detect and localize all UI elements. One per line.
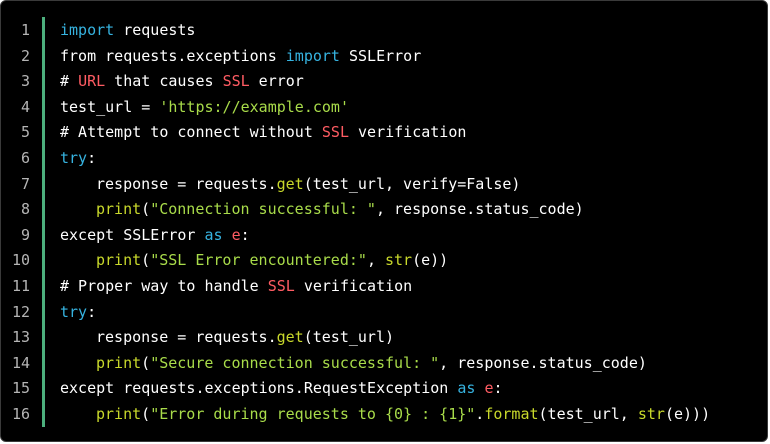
code-token: try <box>60 148 88 167</box>
code-token: e <box>231 225 241 244</box>
code-line: import requests <box>60 18 767 44</box>
code-token: (e))) <box>664 404 711 423</box>
code-line: try: <box>60 146 767 172</box>
line-number: 6 <box>20 148 30 167</box>
code-line: # Attempt to connect without SSL verific… <box>60 120 767 146</box>
line-number: 8 <box>20 200 30 219</box>
line-number: 1 <box>20 21 30 39</box>
code-token: "Connection successful: " <box>150 200 376 219</box>
code-token: "Secure connection successful: " <box>150 353 440 372</box>
line-number: 10 <box>11 251 30 270</box>
line-number: 2 <box>20 46 30 65</box>
line-number: 16 <box>11 404 30 423</box>
code-line: print("Secure connection successful: ", … <box>60 351 767 377</box>
code-line: except SSLError as e: <box>60 223 767 249</box>
code-token: : <box>493 379 503 398</box>
code-line: except requests.exceptions.RequestExcept… <box>60 376 767 402</box>
line-number: 4 <box>20 97 30 116</box>
code-token: : <box>87 302 97 321</box>
code-token: verification <box>294 276 413 295</box>
code-token: , <box>366 251 385 270</box>
code-token: ( <box>141 404 151 423</box>
code-line: print("SSL Error encountered:", str(e)) <box>60 248 767 274</box>
code-token: SSL <box>267 276 295 295</box>
code-token: except SSLError <box>60 225 205 244</box>
code-token: # <box>60 72 79 91</box>
code-token: except requests.exceptions.RequestExcept… <box>60 379 458 398</box>
code-token: requests <box>114 21 196 39</box>
gutter-accent-bar <box>42 17 45 427</box>
line-number: 5 <box>20 123 30 142</box>
code-token: try <box>60 302 88 321</box>
code-token: SSL <box>321 123 349 142</box>
code-token: str <box>637 404 665 423</box>
code-token: SSLError <box>339 46 422 65</box>
code-token: : <box>87 148 97 167</box>
code-token: (test_url) <box>303 328 395 347</box>
code-line: # Proper way to handle SSL verification <box>60 274 767 300</box>
code-token: print <box>96 404 142 423</box>
code-token: that causes <box>105 72 223 91</box>
code-token: : <box>240 225 250 244</box>
code-token: verification <box>349 123 467 142</box>
code-line: from requests.exceptions import SSLError <box>60 44 767 70</box>
code-token: # Attempt to connect without <box>60 123 322 142</box>
code-token: (test_url, verify=False) <box>303 174 521 193</box>
code-token: print <box>96 200 142 219</box>
code-token: print <box>96 251 142 270</box>
code-token: as <box>457 379 476 398</box>
code-token: (test_url, <box>538 404 638 423</box>
code-token: get <box>276 328 304 347</box>
code-token: , response.status_code) <box>439 353 647 372</box>
line-number: 12 <box>11 302 30 321</box>
code-token: "SSL Error encountered:" <box>150 251 367 270</box>
code-token: URL <box>78 72 106 91</box>
code-token: (e)) <box>412 251 449 270</box>
code-line: print("Error during requests to {0} : {1… <box>60 402 767 428</box>
code-token: ( <box>141 353 151 372</box>
line-number: 7 <box>20 174 30 193</box>
code-token: . <box>475 404 485 423</box>
line-number: 13 <box>11 328 30 347</box>
code-line: print("Connection successful: ", respons… <box>60 197 767 223</box>
line-number: 11 <box>11 276 30 295</box>
code-token: # Proper way to handle <box>60 276 268 295</box>
code-token: error <box>249 72 304 91</box>
code-token: "Error during requests to {0} : {1}" <box>150 404 476 423</box>
code-token: get <box>276 174 304 193</box>
line-number: 15 <box>11 379 30 398</box>
line-number: 14 <box>11 353 30 372</box>
code-token: test_url = <box>60 97 160 116</box>
code-line: response = requests.get(test_url, verify… <box>60 172 767 198</box>
code-token: ( <box>141 251 151 270</box>
code-token: format <box>484 404 539 423</box>
line-number: 9 <box>20 225 30 244</box>
code-token: import <box>285 46 340 65</box>
code-token <box>223 226 232 244</box>
code-token: print <box>96 353 142 372</box>
code-line: # URL that causes SSL error <box>60 69 767 95</box>
code-token: e <box>484 379 494 398</box>
code-token: 'https://example.com' <box>159 97 349 116</box>
code-token: from requests.exceptions <box>60 46 286 65</box>
code-line: response = requests.get(test_url) <box>60 325 767 351</box>
code-token: response = requests. <box>96 328 277 347</box>
code-token: ( <box>141 200 151 219</box>
code-line: test_url = 'https://example.com' <box>60 95 767 121</box>
code-line: try: <box>60 300 767 326</box>
code-token: str <box>385 251 413 270</box>
line-number: 3 <box>20 72 30 91</box>
code-token: SSL <box>222 72 250 91</box>
code-token: response = requests. <box>96 174 277 193</box>
code-token: , response.status_code) <box>375 200 584 219</box>
code-token: as <box>204 225 223 244</box>
code-token: import <box>60 21 115 39</box>
